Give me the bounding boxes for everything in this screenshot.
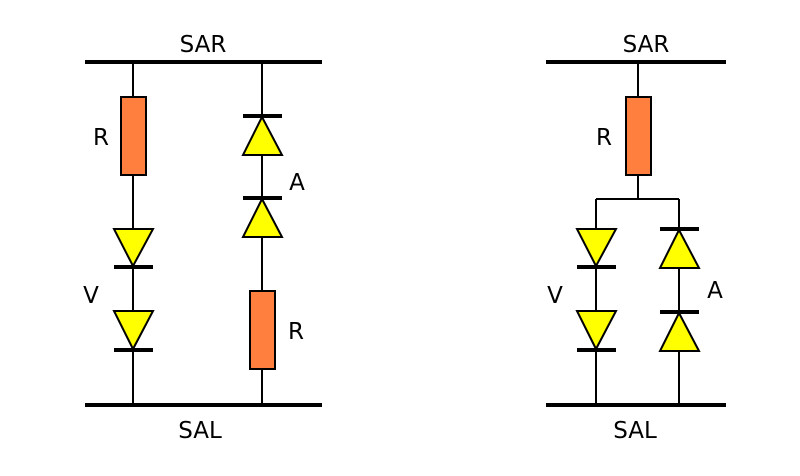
right-diode-a2 — [658, 310, 701, 352]
left-diode-a1 — [241, 114, 284, 156]
trunk-resistor — [625, 96, 652, 176]
left-resistor-label: R — [93, 125, 109, 151]
right-resistor-label: R — [288, 319, 304, 345]
left-top-rail-label: SAR — [180, 32, 227, 58]
right-diode-v1 — [575, 228, 618, 269]
right-diode-a1 — [658, 227, 701, 269]
right-top-rail-label: SAR — [623, 32, 670, 58]
right-diode-a-label: A — [707, 278, 723, 304]
left-diode-a2 — [241, 196, 284, 238]
left-diode-v-label: V — [83, 283, 99, 309]
left-circuit: SAR SAL R V A R — [83, 32, 322, 444]
right-diode-v2 — [575, 310, 618, 352]
right-diode-v-label: V — [547, 283, 563, 309]
right-bottom-rail-label: SAL — [613, 418, 657, 444]
left-resistor — [120, 96, 147, 176]
left-diode-a-label: A — [289, 170, 305, 196]
right-circuit: SAR SAL R V A — [546, 32, 726, 444]
left-bottom-rail-label: SAL — [178, 418, 222, 444]
right-resistor — [249, 290, 276, 370]
left-diode-v1 — [112, 228, 155, 269]
left-diode-v2 — [112, 310, 155, 352]
trunk-resistor-label: R — [596, 125, 612, 151]
